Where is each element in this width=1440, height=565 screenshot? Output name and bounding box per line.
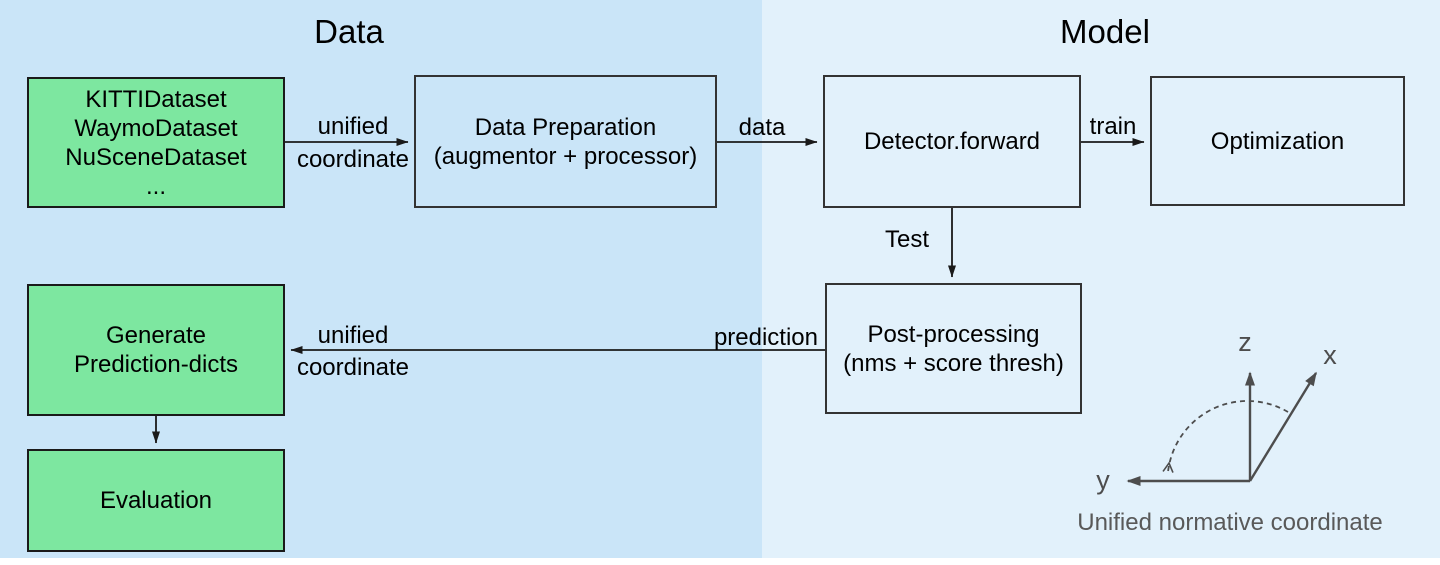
edge-label-prediction: prediction — [713, 324, 818, 351]
edge-label-unified-1: unified — [317, 113, 389, 140]
data-preparation-subtitle: (augmentor + processor) — [433, 142, 698, 170]
evaluation-box: Evaluation — [27, 449, 285, 552]
data-preparation-box: Data Preparation (augmentor + processor) — [414, 75, 717, 208]
model-section-background — [762, 0, 1440, 558]
model-section-title: Model — [1060, 13, 1150, 50]
detector-forward-box: Detector.forward — [823, 75, 1081, 208]
edge-label-coordinate-2: coordinate — [296, 354, 410, 381]
datasets-box-line: NuSceneDataset — [65, 143, 247, 171]
datasets-box-line: KITTIDataset — [85, 85, 227, 113]
data-section-title: Data — [314, 13, 384, 50]
edge-label-train: train — [1089, 113, 1137, 140]
evaluation-label: Evaluation — [99, 487, 213, 514]
post-processing-subtitle: (nms + score thresh) — [843, 349, 1064, 377]
edge-label-unified-2: unified — [317, 322, 389, 349]
datasets-box-line: WaymoDataset — [74, 114, 238, 142]
edge-label-data: data — [738, 114, 786, 141]
generate-prediction-box: Generate Prediction-dicts — [27, 284, 285, 416]
data-preparation-title: Data Preparation — [474, 113, 657, 141]
datasets-box: KITTIDataset WaymoDataset NuSceneDataset… — [27, 77, 285, 208]
optimization-label: Optimization — [1210, 127, 1345, 155]
generate-prediction-line: Generate — [105, 322, 207, 349]
z-axis-label: z — [1238, 327, 1252, 357]
generate-prediction-line: Prediction-dicts — [73, 351, 239, 378]
post-processing-box: Post-processing (nms + score thresh) — [825, 283, 1082, 414]
x-axis-label: x — [1323, 340, 1337, 370]
detector-forward-label: Detector.forward — [863, 128, 1041, 155]
edge-label-coordinate-1: coordinate — [296, 146, 410, 173]
y-axis-label: y — [1096, 465, 1110, 495]
datasets-box-line: ... — [145, 172, 166, 200]
coordinate-frame-caption: Unified normative coordinate — [1077, 509, 1383, 536]
edge-label-test: Test — [884, 226, 929, 253]
optimization-box: Optimization — [1150, 76, 1405, 206]
post-processing-title: Post-processing — [867, 320, 1040, 348]
